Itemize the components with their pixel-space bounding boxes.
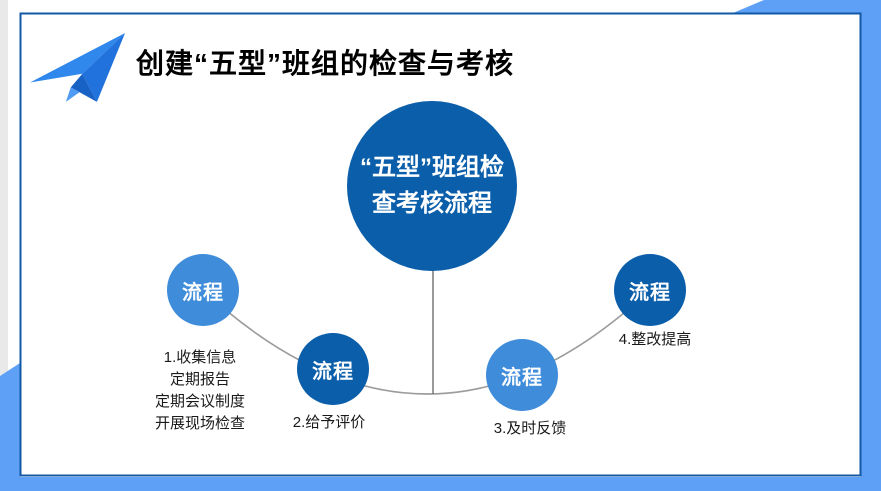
process-node-3-label: 流程 bbox=[501, 366, 543, 389]
process-node-3: 流程 bbox=[486, 339, 558, 411]
bottom-band bbox=[0, 477, 881, 491]
node-note-2: 2.给予评价 bbox=[292, 414, 366, 431]
plane-keel-face bbox=[70, 73, 97, 102]
process-node-4: 流程 bbox=[614, 254, 686, 326]
center-circle: “五型”班组检 查考核流程 bbox=[347, 101, 517, 271]
plane-right-face bbox=[82, 33, 126, 102]
process-node-2-label: 流程 bbox=[312, 360, 354, 383]
plane-top-face bbox=[30, 33, 126, 83]
process-node-2: 流程 bbox=[297, 333, 369, 405]
process-node-1-label: 流程 bbox=[182, 281, 224, 304]
corner-triangle-top-right bbox=[733, 0, 881, 13]
plane-tail-face bbox=[65, 87, 80, 102]
node-note-4: 4.整改提高 bbox=[618, 331, 692, 348]
node-note-3: 3.及时反馈 bbox=[493, 420, 567, 437]
process-node-4-label: 流程 bbox=[629, 281, 671, 304]
right-band bbox=[861, 0, 881, 491]
center-circle-label: “五型”班组检 查考核流程 bbox=[360, 154, 504, 217]
left-gray-strip bbox=[0, 0, 8, 491]
paper-plane-icon bbox=[30, 33, 126, 102]
page-title: 创建“五型”班组的检查与考核 bbox=[136, 48, 515, 79]
node-note-1: 1.收集信息 定期报告 定期会议制度 开展现场检查 bbox=[154, 349, 245, 432]
process-node-1: 流程 bbox=[167, 254, 239, 326]
